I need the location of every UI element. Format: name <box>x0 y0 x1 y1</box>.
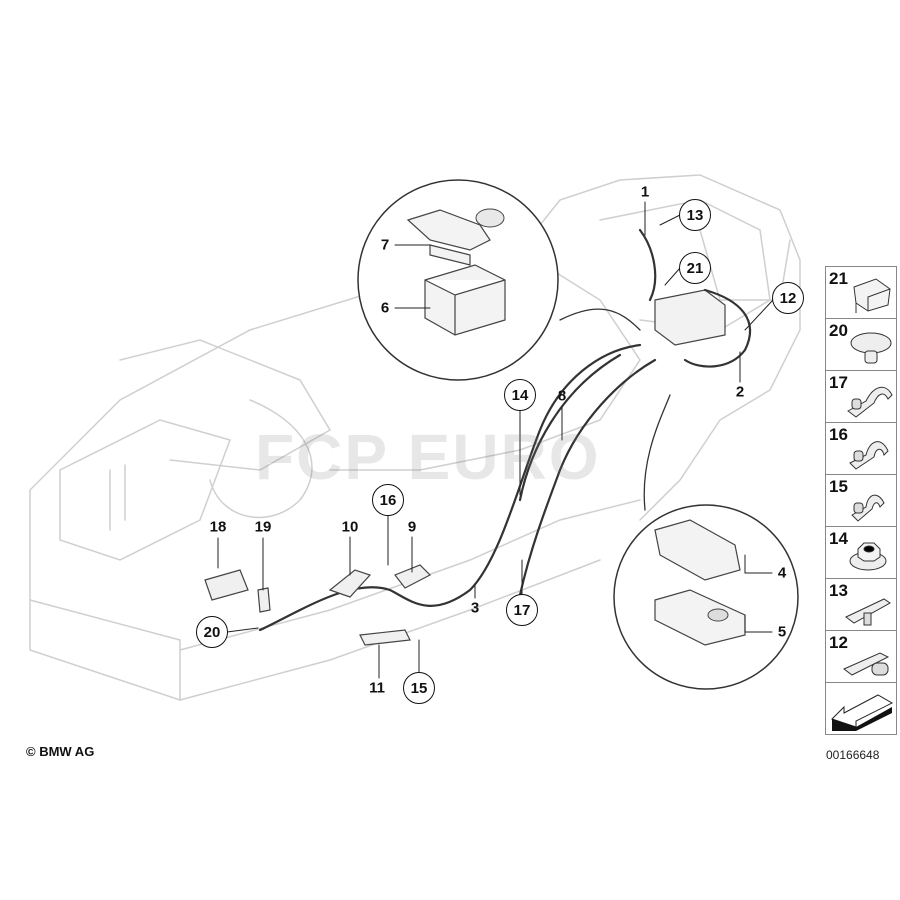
callout-19: 19 <box>254 518 272 536</box>
watermark: FCP EURO <box>255 421 601 493</box>
callout-21: 21 <box>679 252 711 284</box>
callout-9: 9 <box>407 518 417 536</box>
legend-item-13[interactable]: 13 <box>826 579 896 631</box>
callout-7: 7 <box>380 236 390 254</box>
diagram-number: 00166648 <box>826 748 880 762</box>
cable-clamp-icon <box>851 494 885 522</box>
legend-item-20[interactable]: 20 <box>826 319 896 371</box>
callout-16: 16 <box>372 484 404 516</box>
callout-4: 4 <box>777 564 787 582</box>
copyright-text: © BMW AG <box>26 744 95 759</box>
legend-direction-arrow <box>826 683 896 734</box>
legend-item-14[interactable]: 14 <box>826 527 896 579</box>
inset-detail-battery-cover <box>357 179 641 381</box>
direction-arrow-icon <box>831 694 894 731</box>
callout-13: 13 <box>679 199 711 231</box>
callout-17: 17 <box>506 594 538 626</box>
cable-clamp-icon <box>849 441 889 470</box>
callout-11: 11 <box>369 679 385 697</box>
callout-15: 15 <box>403 672 435 704</box>
plug-icon <box>850 332 892 364</box>
callout-14: 14 <box>504 379 536 411</box>
legend-item-12[interactable]: 12 <box>826 631 896 683</box>
cable-clamps <box>204 564 432 646</box>
legend-item-21[interactable]: 21 <box>826 267 896 319</box>
collar-nut-icon <box>849 542 887 571</box>
callout-6: 6 <box>380 299 390 317</box>
battery <box>654 289 726 346</box>
callout-20: 20 <box>196 616 228 648</box>
battery-cables <box>258 228 752 632</box>
leader-lines <box>217 201 774 679</box>
cable-clamp-icon <box>847 386 893 418</box>
legend-item-15[interactable]: 15 <box>826 475 896 527</box>
parts-legend-sidebar: 21 20 17 16 15 14 13 12 <box>825 266 897 735</box>
callout-12: 12 <box>772 282 804 314</box>
callout-18: 18 <box>209 518 227 536</box>
cover-cap-icon <box>853 278 891 313</box>
cable-holder-icon <box>843 652 890 676</box>
callout-3: 3 <box>470 599 480 617</box>
callout-2: 2 <box>735 383 745 401</box>
callout-10: 10 <box>341 518 359 536</box>
legend-item-17[interactable]: 17 <box>826 371 896 423</box>
clip-icon <box>845 598 891 626</box>
callout-1: 1 <box>640 183 650 201</box>
callout-5: 5 <box>777 623 787 641</box>
inset-detail-terminal-cover <box>613 394 799 690</box>
callout-8: 8 <box>557 387 567 405</box>
legend-item-16[interactable]: 16 <box>826 423 896 475</box>
